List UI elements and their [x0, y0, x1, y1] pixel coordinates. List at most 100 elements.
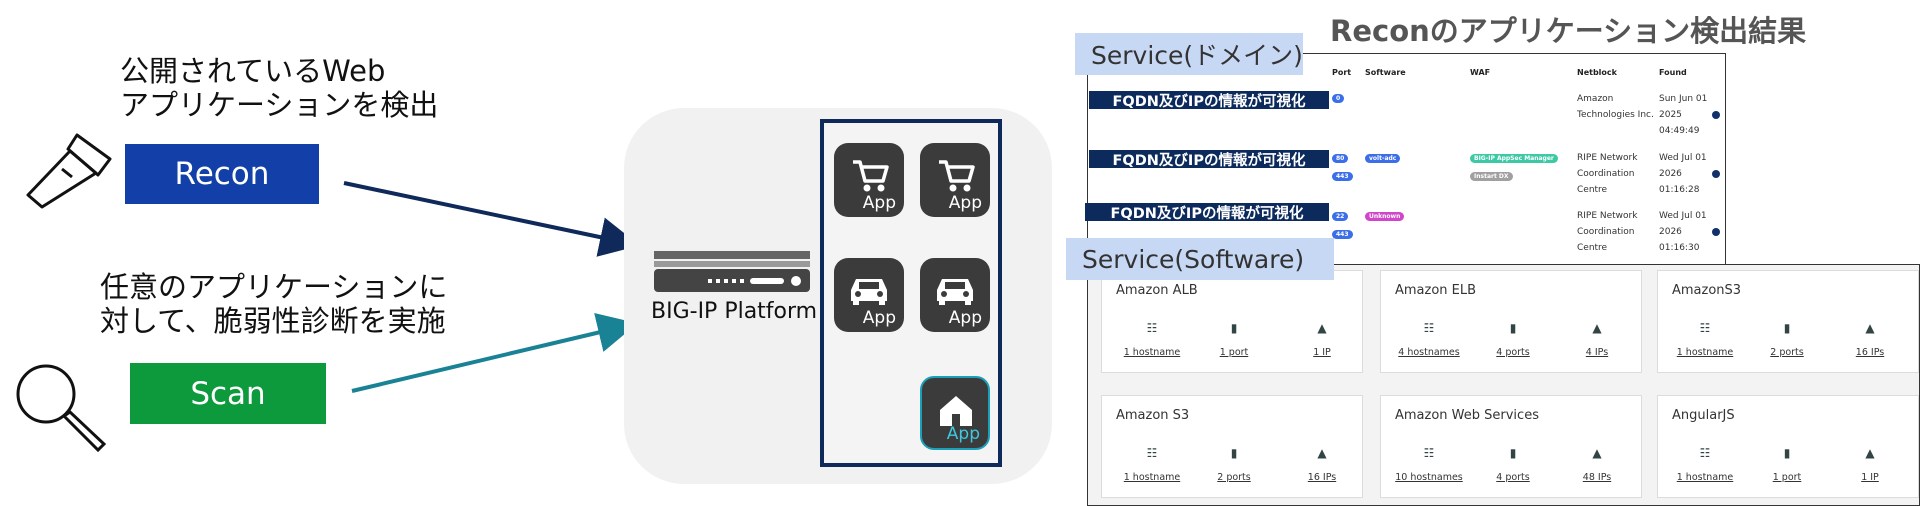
scan-arrow — [351, 313, 638, 393]
card-title: Amazon ALB — [1116, 283, 1198, 298]
open-row-button[interactable] — [1712, 228, 1720, 236]
waf-badge: BIG-IP AppSec Manager — [1470, 154, 1558, 163]
ports-link[interactable]: 2 ports — [1770, 347, 1804, 358]
fqdn-banner: FQDN及びIPの情報が可視化 — [1085, 203, 1329, 222]
hostname-icon: ☷ — [1423, 446, 1435, 460]
ips-link[interactable]: 1 IP — [1313, 347, 1331, 358]
col-found: Found — [1659, 68, 1687, 77]
scan-caption: 任意のアプリケーションに 対して、脆弱性診断を実施 — [100, 270, 448, 338]
hostnames-link[interactable]: 10 hostnames — [1395, 472, 1463, 483]
car-icon — [851, 279, 887, 305]
open-row-button[interactable] — [1712, 111, 1720, 119]
software-badge: volt-adc — [1365, 154, 1401, 163]
netblock-cell: Amazon Technologies Inc. — [1577, 94, 1654, 120]
hostname-icon: ☷ — [1699, 321, 1711, 335]
ips-link[interactable]: 16 IPs — [1307, 472, 1337, 483]
found-cell: Sun Jun 01 2025 04:49:49 — [1659, 94, 1708, 136]
port-badge: 22 — [1332, 212, 1349, 221]
service-software-tab: Service(Software) — [1066, 238, 1334, 280]
platform-label: BIG-IP Platform — [651, 299, 818, 324]
ip-icon: ▲ — [1592, 321, 1602, 335]
recon-button[interactable]: Recon — [125, 144, 319, 204]
hostnames-link[interactable]: 1 hostname — [1676, 472, 1734, 483]
app-tile-label: App — [862, 308, 896, 328]
card-title: Amazon Web Services — [1395, 408, 1539, 423]
ip-icon: ▲ — [1592, 446, 1602, 460]
hostnames-link[interactable]: 4 hostnames — [1398, 347, 1460, 358]
fqdn-banner: FQDN及びIPの情報が可視化 — [1089, 91, 1329, 110]
card-title: Amazon S3 — [1116, 408, 1190, 423]
port-badge: 0 — [1332, 94, 1345, 103]
ports-link[interactable]: 1 port — [1219, 347, 1249, 358]
ports-link[interactable]: 1 port — [1772, 472, 1802, 483]
ports-link[interactable]: 4 ports — [1496, 347, 1530, 358]
app-tile-car[interactable]: App — [834, 258, 904, 332]
service-domain-tab: Service(ドメイン) — [1075, 33, 1303, 75]
hostname-icon: ☷ — [1146, 321, 1158, 335]
found-cell: Wed Jul 01 2026 01:16:30 — [1659, 211, 1707, 253]
hostname-icon: ☷ — [1146, 446, 1158, 460]
software-card[interactable]: AngularJS ☷ ▮ ▲ 1 hostname 1 port 1 IP — [1657, 395, 1919, 498]
software-card[interactable]: Amazon ELB ☷ ▮ ▲ 4 hostnames 4 ports 4 I… — [1380, 270, 1642, 373]
hostname-icon: ☷ — [1699, 446, 1711, 460]
recon-caption: 公開されているWeb アプリケーションを検出 — [120, 54, 439, 122]
col-netblock: Netblock — [1577, 68, 1617, 77]
software-card[interactable]: AmazonS3 ☷ ▮ ▲ 1 hostname 2 ports 16 IPs — [1657, 270, 1919, 373]
app-tile-label: App — [948, 308, 982, 328]
app-tile-home[interactable]: App — [920, 376, 990, 450]
car-icon — [937, 279, 973, 305]
ips-link[interactable]: 4 IPs — [1585, 347, 1609, 358]
open-row-button[interactable] — [1712, 170, 1720, 178]
connector-arrows — [343, 181, 640, 393]
port-icon: ▮ — [1230, 446, 1238, 460]
app-tile-car[interactable]: App — [920, 258, 990, 332]
card-title: AngularJS — [1672, 408, 1735, 423]
ip-icon: ▲ — [1865, 321, 1875, 335]
software-card[interactable]: Amazon S3 ☷ ▮ ▲ 1 hostname 2 ports 16 IP… — [1101, 395, 1363, 498]
port-icon: ▮ — [1783, 446, 1791, 460]
ips-link[interactable]: 16 IPs — [1855, 347, 1885, 358]
home-icon — [940, 396, 972, 426]
cart-icon — [853, 160, 889, 192]
magnifier-icon — [16, 364, 107, 453]
col-port: Port — [1332, 68, 1352, 77]
recon-arrow — [343, 181, 640, 257]
cart-icon — [939, 160, 975, 192]
col-waf: WAF — [1470, 68, 1491, 77]
found-cell: Wed Jul 01 2026 01:16:28 — [1659, 153, 1707, 195]
ip-icon: ▲ — [1317, 446, 1327, 460]
ip-icon: ▲ — [1317, 321, 1327, 335]
ips-link[interactable]: 1 IP — [1861, 472, 1879, 483]
col-software: Software — [1365, 68, 1406, 77]
recon-result-title: Reconのアプリケーション検出結果 — [1330, 14, 1807, 48]
software-badge: Unknown — [1365, 212, 1405, 221]
app-tile-cart[interactable]: App — [920, 143, 990, 217]
software-card[interactable]: Amazon ALB ☷ ▮ ▲ 1 hostname 1 port 1 IP — [1101, 270, 1363, 373]
netblock-cell: RIPE Network Coordination Centre — [1577, 211, 1638, 253]
app-tile-cart[interactable]: App — [834, 143, 904, 217]
ports-link[interactable]: 4 ports — [1496, 472, 1530, 483]
software-card[interactable]: Amazon Web Services ☷ ▮ ▲ 10 hostnames 4… — [1380, 395, 1642, 498]
hostnames-link[interactable]: 1 hostname — [1123, 472, 1181, 483]
fqdn-banner: FQDN及びIPの情報が可視化 — [1089, 150, 1329, 169]
hostnames-link[interactable]: 1 hostname — [1123, 347, 1181, 358]
app-tile-label: App — [948, 193, 982, 213]
scan-button[interactable]: Scan — [130, 363, 326, 424]
hostnames-link[interactable]: 1 hostname — [1676, 347, 1734, 358]
ip-icon: ▲ — [1865, 446, 1875, 460]
port-badge: 443 — [1332, 230, 1353, 239]
port-badge: 80 — [1332, 154, 1349, 163]
ips-link[interactable]: 48 IPs — [1582, 472, 1612, 483]
port-icon: ▮ — [1509, 321, 1517, 335]
app-tile-label: App — [946, 424, 980, 444]
card-title: Amazon ELB — [1395, 283, 1477, 298]
server-icon — [654, 251, 810, 292]
netblock-cell: RIPE Network Coordination Centre — [1577, 153, 1638, 195]
app-tile-label: App — [862, 193, 896, 213]
ports-link[interactable]: 2 ports — [1217, 472, 1251, 483]
port-icon: ▮ — [1230, 321, 1238, 335]
port-icon: ▮ — [1509, 446, 1517, 460]
waf-badge: Instart DX — [1470, 172, 1513, 181]
flashlight-icon — [26, 133, 112, 209]
port-icon: ▮ — [1783, 321, 1791, 335]
